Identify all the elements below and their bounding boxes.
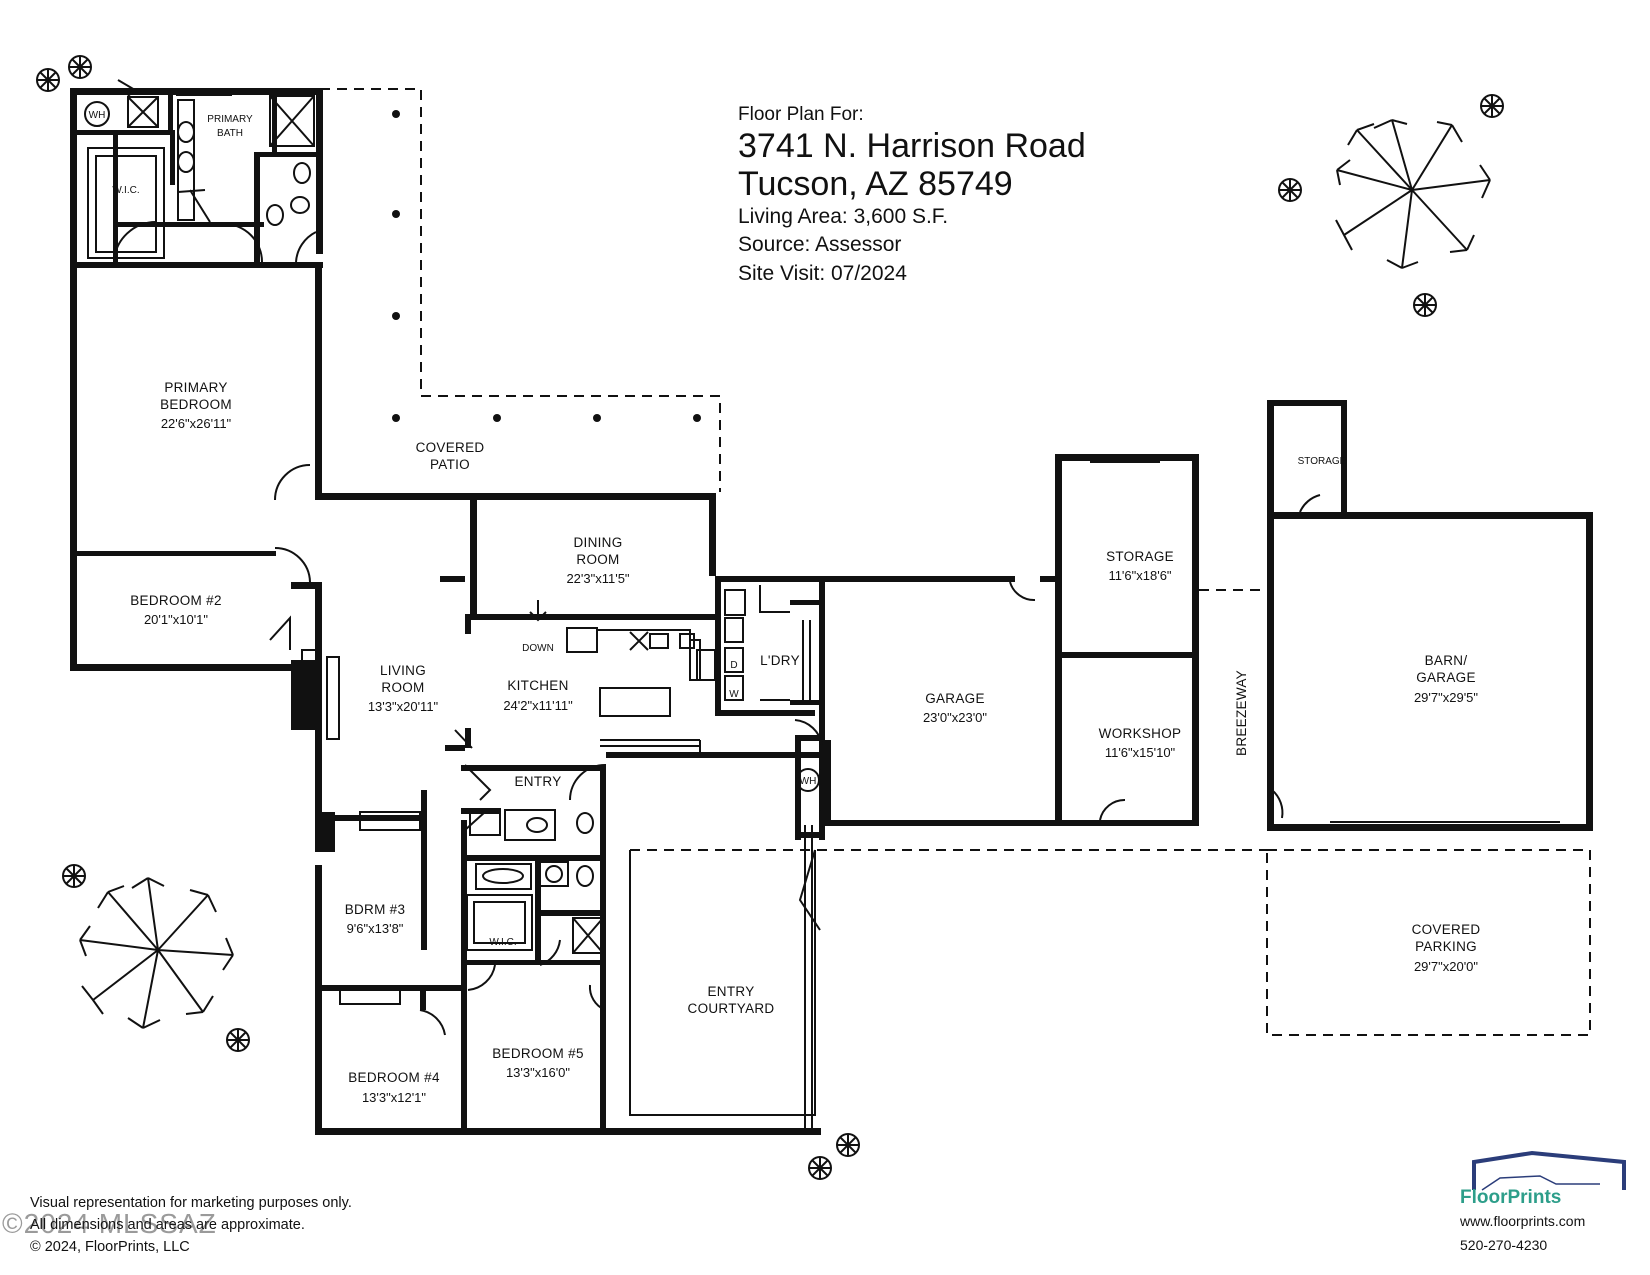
bedroom-4-dims: 13'3"x12'1" bbox=[362, 1090, 426, 1105]
dining-room-label-2: ROOM bbox=[576, 552, 619, 567]
address-line-2: Tucson, AZ 85749 bbox=[738, 164, 1013, 203]
primary-water-heater-label: WH bbox=[89, 110, 106, 121]
bedroom-2-label: BEDROOM #2 bbox=[130, 593, 222, 608]
living-room-dims: 13'3"x20'11" bbox=[368, 699, 439, 714]
washer-label: W bbox=[729, 689, 739, 700]
copyright: © 2024, FloorPrints, LLC bbox=[30, 1239, 190, 1256]
entry-courtyard-label: ENTRY bbox=[707, 984, 754, 999]
down-stairs-label: DOWN bbox=[522, 643, 554, 654]
garage-dims: 23'0"x23'0" bbox=[923, 710, 987, 725]
primary-bedroom-dims: 22'6"x26'11" bbox=[161, 416, 232, 431]
barn-garage-label: BARN/ bbox=[1425, 653, 1468, 668]
house-roof-logo-icon bbox=[1472, 1150, 1626, 1191]
barn-garage-dims: 29'7"x29'5" bbox=[1414, 690, 1478, 705]
entry-courtyard-label-2: COURTYARD bbox=[688, 1001, 775, 1016]
plan-header: Floor Plan For: 3741 N. Harrison Road Tu… bbox=[738, 104, 1086, 288]
brand-website[interactable]: www.floorprints.com bbox=[1460, 1213, 1586, 1229]
workshop-dims: 11'6"x15'10" bbox=[1105, 745, 1176, 760]
disclaimer-line-2: All dimensions and areas are approximate… bbox=[30, 1217, 305, 1234]
garage-label: GARAGE bbox=[925, 691, 985, 706]
room-labels: PRIMARY BEDROOM 22'6"x26'11" PRIMARY BAT… bbox=[89, 110, 1481, 1105]
brand-phone: 520-270-4230 bbox=[1460, 1237, 1548, 1253]
hall-wic-label: W.I.C. bbox=[489, 937, 516, 948]
breezeway-label: BREEZEWAY bbox=[1234, 670, 1249, 756]
workshop-label: WORKSHOP bbox=[1099, 726, 1182, 741]
covered-parking-dims: 29'7"x20'0" bbox=[1414, 959, 1478, 974]
garage-water-heater-label: WH bbox=[800, 776, 817, 787]
address-line-1: 3741 N. Harrison Road bbox=[738, 126, 1086, 165]
tree-icon bbox=[79, 119, 1491, 1029]
bedroom-5-label: BEDROOM #5 bbox=[492, 1046, 584, 1061]
site-visit: Site Visit: 07/2024 bbox=[738, 261, 907, 285]
primary-wic-label: W.I.C. bbox=[112, 185, 139, 196]
primary-bedroom-label: PRIMARY bbox=[164, 380, 227, 395]
barn-garage-label-2: GARAGE bbox=[1416, 670, 1476, 685]
kitchen-dims: 24'2"x11'11" bbox=[503, 698, 573, 713]
bdrm-3-label: BDRM #3 bbox=[345, 902, 406, 917]
dining-room-label: DINING bbox=[573, 535, 622, 550]
living-room-label-2: ROOM bbox=[381, 680, 424, 695]
bedroom-2-dims: 20'1"x10'1" bbox=[144, 612, 208, 627]
laundry-label: L'DRY bbox=[760, 653, 800, 668]
primary-bedroom-label-2: BEDROOM bbox=[160, 397, 232, 412]
disclaimer: Visual representation for marketing purp… bbox=[30, 1192, 352, 1258]
bedroom-4-label: BEDROOM #4 bbox=[348, 1070, 440, 1085]
barn-storage-label: STORAGE bbox=[1298, 456, 1347, 467]
primary-bath-label: PRIMARY bbox=[207, 114, 253, 125]
mls-watermark: ©2024 MLSSAZ bbox=[2, 1208, 217, 1239]
area-source: Source: Assessor bbox=[738, 233, 902, 257]
kitchen-label: KITCHEN bbox=[507, 678, 568, 693]
storage-dims: 11'6"x18'6" bbox=[1108, 568, 1171, 583]
living-area: Living Area: 3,600 S.F. bbox=[738, 204, 949, 228]
living-room-label: LIVING bbox=[380, 663, 426, 678]
bdrm-3-dims: 9'6"x13'8" bbox=[347, 921, 404, 936]
primary-bath-label-2: BATH bbox=[217, 128, 243, 139]
brand-name: FloorPrints bbox=[1460, 1187, 1562, 1208]
covered-patio-label-2: PATIO bbox=[430, 457, 470, 472]
bedroom-5-dims: 13'3"x16'0" bbox=[506, 1065, 570, 1080]
shrub-icon bbox=[36, 55, 1504, 1180]
dryer-label: D bbox=[730, 660, 737, 671]
plan-intro: Floor Plan For: bbox=[738, 104, 864, 125]
disclaimer-line-1: Visual representation for marketing purp… bbox=[30, 1195, 352, 1211]
storage-label: STORAGE bbox=[1106, 549, 1174, 564]
covered-patio-label: COVERED bbox=[416, 440, 485, 455]
dining-room-dims: 22'3"x11'5" bbox=[566, 571, 629, 586]
covered-parking-label-2: PARKING bbox=[1415, 939, 1477, 954]
covered-parking-label: COVERED bbox=[1412, 922, 1481, 937]
entry-label: ENTRY bbox=[514, 774, 561, 789]
